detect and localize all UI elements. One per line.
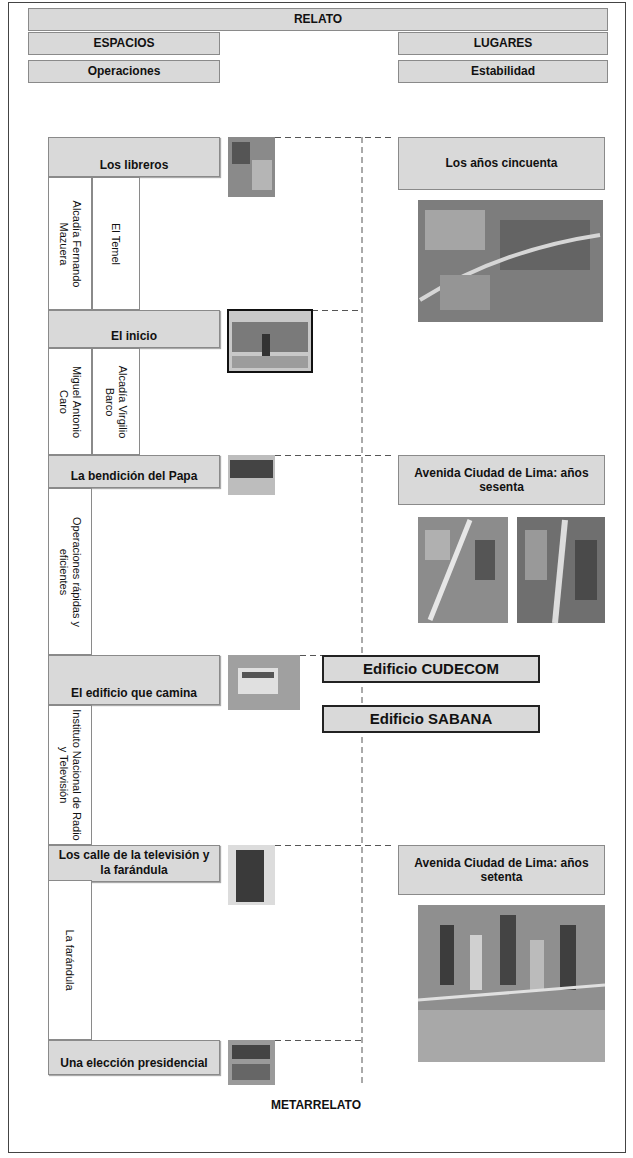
box-text: RELATO — [294, 12, 342, 26]
vertical-text: Miguel Antonio Caro — [49, 352, 91, 451]
header-band: Operaciones — [28, 60, 220, 83]
building-box: Edificio SABANA — [322, 705, 540, 733]
photo-thumbnails — [228, 137, 312, 1085]
vertical-text: Instituto Nacional de Radio y Televisión — [49, 709, 91, 841]
vertical-box: Instituto Nacional de Radio y Televisión — [48, 705, 92, 845]
vertical-text: El Temel — [93, 181, 139, 306]
place-box: Avenida Ciudad de Lima: años sesenta — [398, 455, 605, 505]
frame — [9, 3, 626, 1153]
section-box: El edificio que camina — [48, 655, 220, 705]
section-box: Los libreros — [48, 137, 220, 177]
place-box: Los años cincuenta — [398, 137, 605, 190]
box-text: Una elección presidencial — [60, 1056, 207, 1070]
vertical-box: Alcadía Virgilio Barco — [92, 348, 140, 455]
section-box: Los calle de la televisión y la farándul… — [48, 845, 220, 882]
dashed-guides — [275, 137, 392, 1085]
footer-label: METARRELATO — [271, 1098, 361, 1112]
box-text: Edificio CUDECOM — [363, 660, 499, 678]
box-text: Los libreros — [100, 158, 169, 172]
aerial-photos — [418, 200, 605, 1062]
vertical-text: Alcadía Fernando Mazuera — [49, 181, 91, 306]
box-text: El inicio — [111, 329, 157, 343]
box-text: Estabilidad — [471, 64, 535, 78]
box-text: La bendición del Papa — [71, 469, 198, 483]
box-text: El edificio que camina — [71, 686, 197, 700]
header-band: RELATO — [28, 8, 608, 31]
vertical-box: Operaciones rápidas y eficientes — [48, 488, 92, 655]
box-text: Edificio SABANA — [370, 710, 493, 728]
building-box: Edificio CUDECOM — [322, 655, 540, 683]
section-box: La bendición del Papa — [48, 455, 220, 488]
header-band: Estabilidad — [398, 60, 608, 83]
section-box: Una elección presidencial — [48, 1040, 220, 1075]
vertical-text: Operaciones rápidas y eficientes — [49, 492, 91, 651]
vertical-box: La farándula — [48, 880, 92, 1040]
box-text: Avenida Ciudad de Lima: años sesenta — [405, 466, 598, 495]
box-text: Los años cincuenta — [445, 156, 557, 170]
header-band: ESPACIOS — [28, 32, 220, 55]
header-band: LUGARES — [398, 32, 608, 55]
vertical-box: El Temel — [92, 177, 140, 310]
box-text: LUGARES — [474, 36, 533, 50]
vertical-text: La farándula — [49, 884, 91, 1036]
vertical-box: Miguel Antonio Caro — [48, 348, 92, 455]
box-text: Avenida Ciudad de Lima: años setenta — [405, 856, 598, 885]
vertical-text: Alcadía Virgilio Barco — [93, 352, 139, 451]
box-text: Los calle de la televisión y la farándul… — [53, 848, 215, 877]
box-text: Operaciones — [88, 64, 161, 78]
vertical-box: Alcadía Fernando Mazuera — [48, 177, 92, 310]
box-text: ESPACIOS — [93, 36, 154, 50]
section-box: El inicio — [48, 310, 220, 348]
place-box: Avenida Ciudad de Lima: años setenta — [398, 845, 605, 895]
